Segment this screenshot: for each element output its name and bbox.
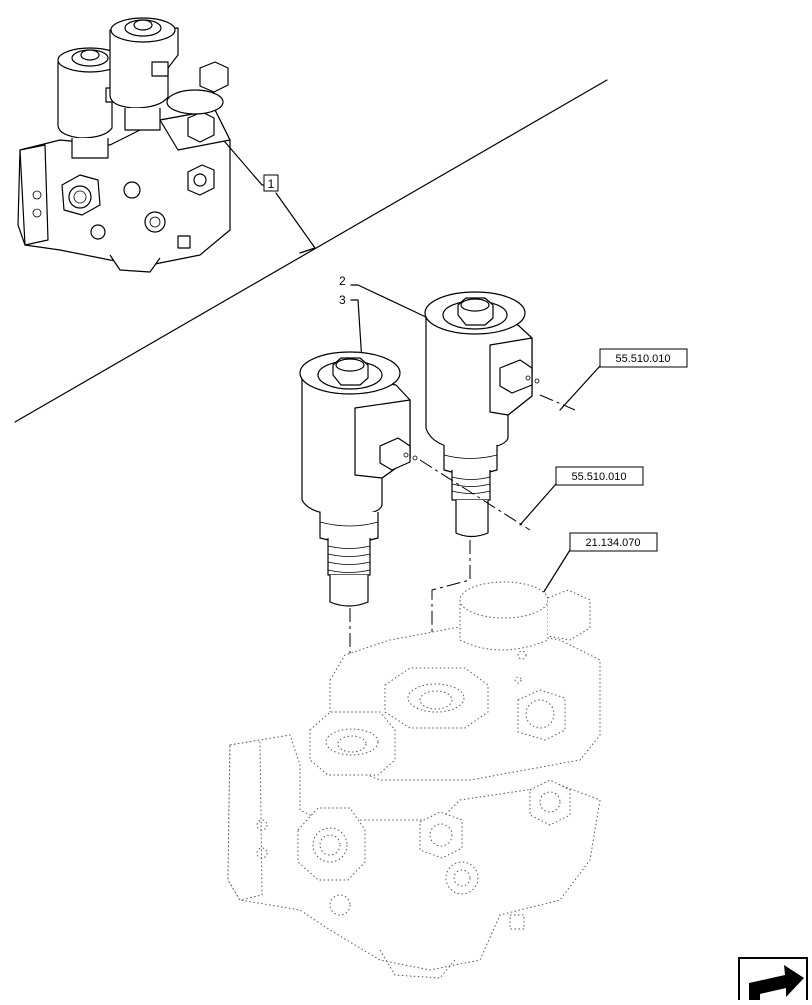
reference-label-2: 55.510.010: [571, 471, 626, 483]
callout-item-2: 2: [339, 274, 346, 288]
reference-label-1: 55.510.010: [615, 353, 670, 365]
reference-box-1[interactable]: 55.510.010: [599, 348, 688, 368]
centerline-coil-2: [539, 394, 576, 411]
separator-line: [14, 79, 608, 423]
leader-line-ref-1: [559, 365, 601, 411]
assembled-valve-inset: [17, 17, 231, 273]
leader-line-item-2: [350, 284, 429, 319]
leader-line-item-1b: [275, 192, 316, 254]
centerline-coil-3: [419, 459, 531, 531]
leader-line-item-3: [350, 299, 363, 363]
leader-line-item-1: [224, 141, 269, 186]
solenoid-cartridge-item-2: [424, 291, 540, 538]
callout-item-1: 1: [268, 177, 275, 191]
callout-item-3: 3: [339, 293, 346, 307]
callout-box-item-1[interactable]: 1: [263, 174, 279, 192]
arrow-return-icon[interactable]: [738, 957, 808, 1005]
reference-label-3: 21.134.070: [585, 537, 640, 549]
leader-line-ref-2: [519, 483, 557, 526]
solenoid-cartridge-item-3: [299, 351, 418, 607]
leader-line-ref-3: [539, 549, 571, 599]
reference-box-2[interactable]: 55.510.010: [555, 466, 644, 486]
reference-box-3[interactable]: 21.134.070: [569, 532, 658, 552]
valve-block-reference: [227, 581, 601, 979]
